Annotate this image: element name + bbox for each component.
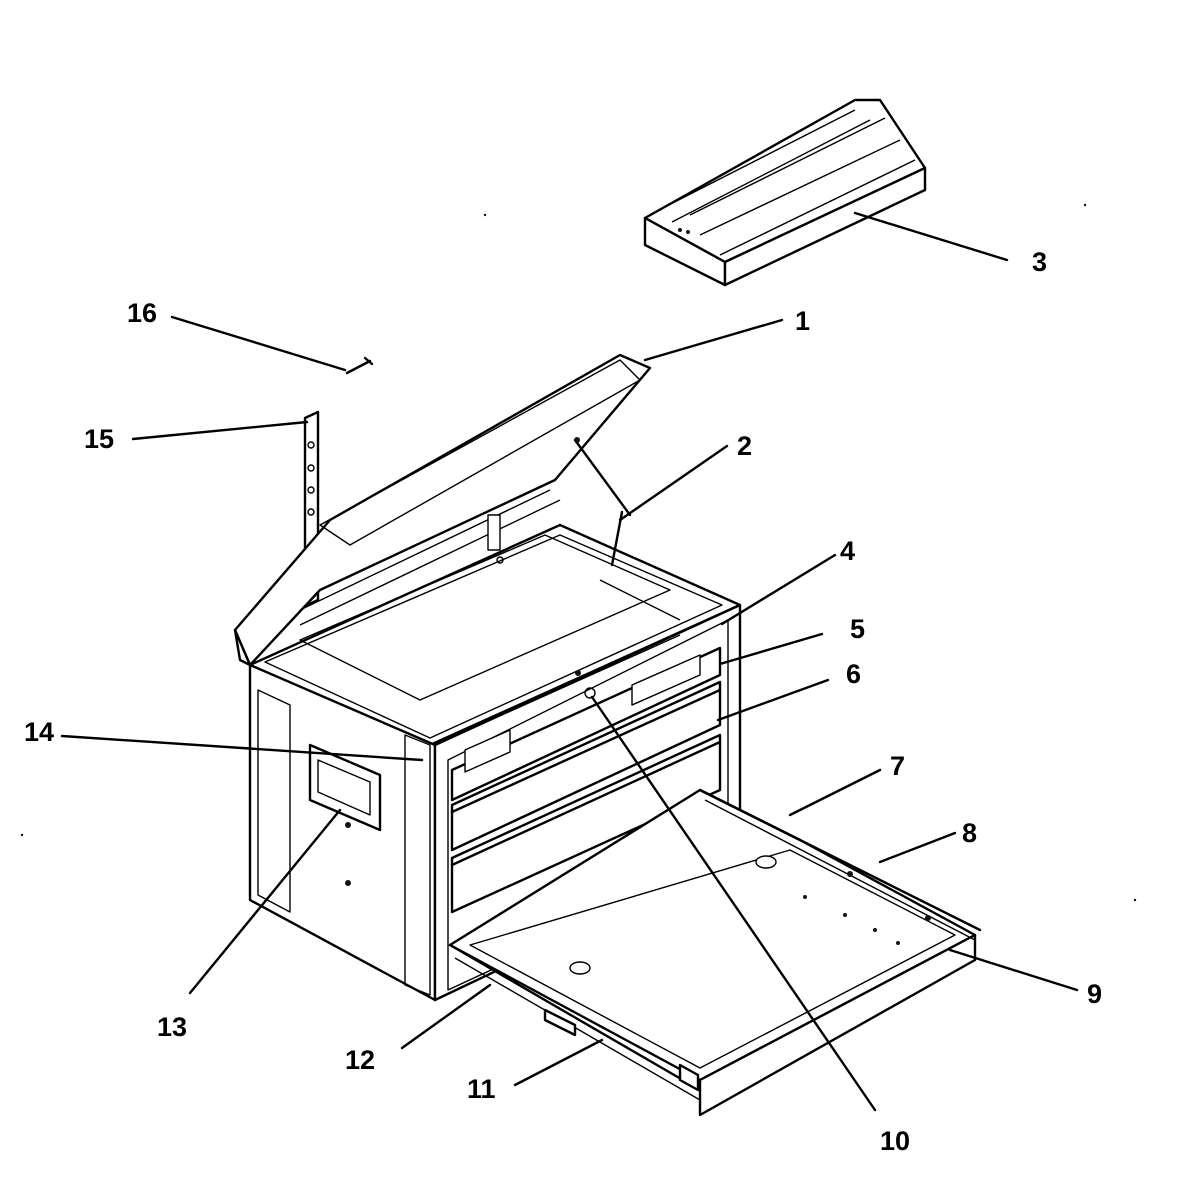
callout-9: 9 xyxy=(1087,979,1102,1009)
chest-body xyxy=(248,523,742,1002)
callout-labels: 1 2 3 4 5 6 7 8 9 10 11 12 13 14 15 16 xyxy=(24,247,1102,1156)
tote-tray-part xyxy=(643,98,927,287)
callout-7: 7 xyxy=(890,751,905,781)
callout-13: 13 xyxy=(157,1012,187,1042)
callout-16: 16 xyxy=(127,298,157,328)
leader-lines xyxy=(60,211,1079,1112)
callout-11: 11 xyxy=(467,1074,496,1104)
callout-5: 5 xyxy=(850,614,865,644)
callout-3: 3 xyxy=(1032,247,1047,277)
callout-12: 12 xyxy=(345,1045,375,1075)
lid-part xyxy=(233,353,652,667)
hinge-pin-part xyxy=(345,356,374,375)
callout-14: 14 xyxy=(24,717,54,747)
callout-15: 15 xyxy=(84,424,114,454)
scan-specks xyxy=(20,203,1137,902)
callout-2: 2 xyxy=(737,431,752,461)
callout-1: 1 xyxy=(795,306,810,336)
callout-8: 8 xyxy=(962,818,977,848)
callout-10: 10 xyxy=(880,1126,910,1156)
open-drawer-part xyxy=(448,788,982,1117)
callout-6: 6 xyxy=(846,659,861,689)
callout-4: 4 xyxy=(840,536,855,566)
